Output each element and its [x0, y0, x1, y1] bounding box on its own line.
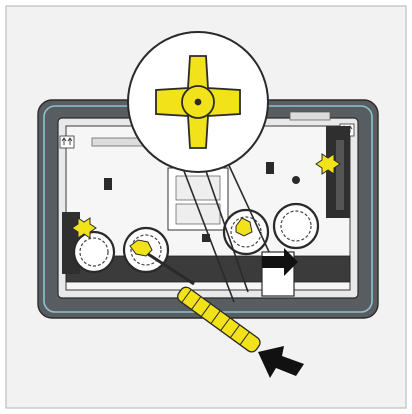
central-bracket — [168, 168, 228, 230]
magnifier-callout-icon — [128, 32, 268, 172]
